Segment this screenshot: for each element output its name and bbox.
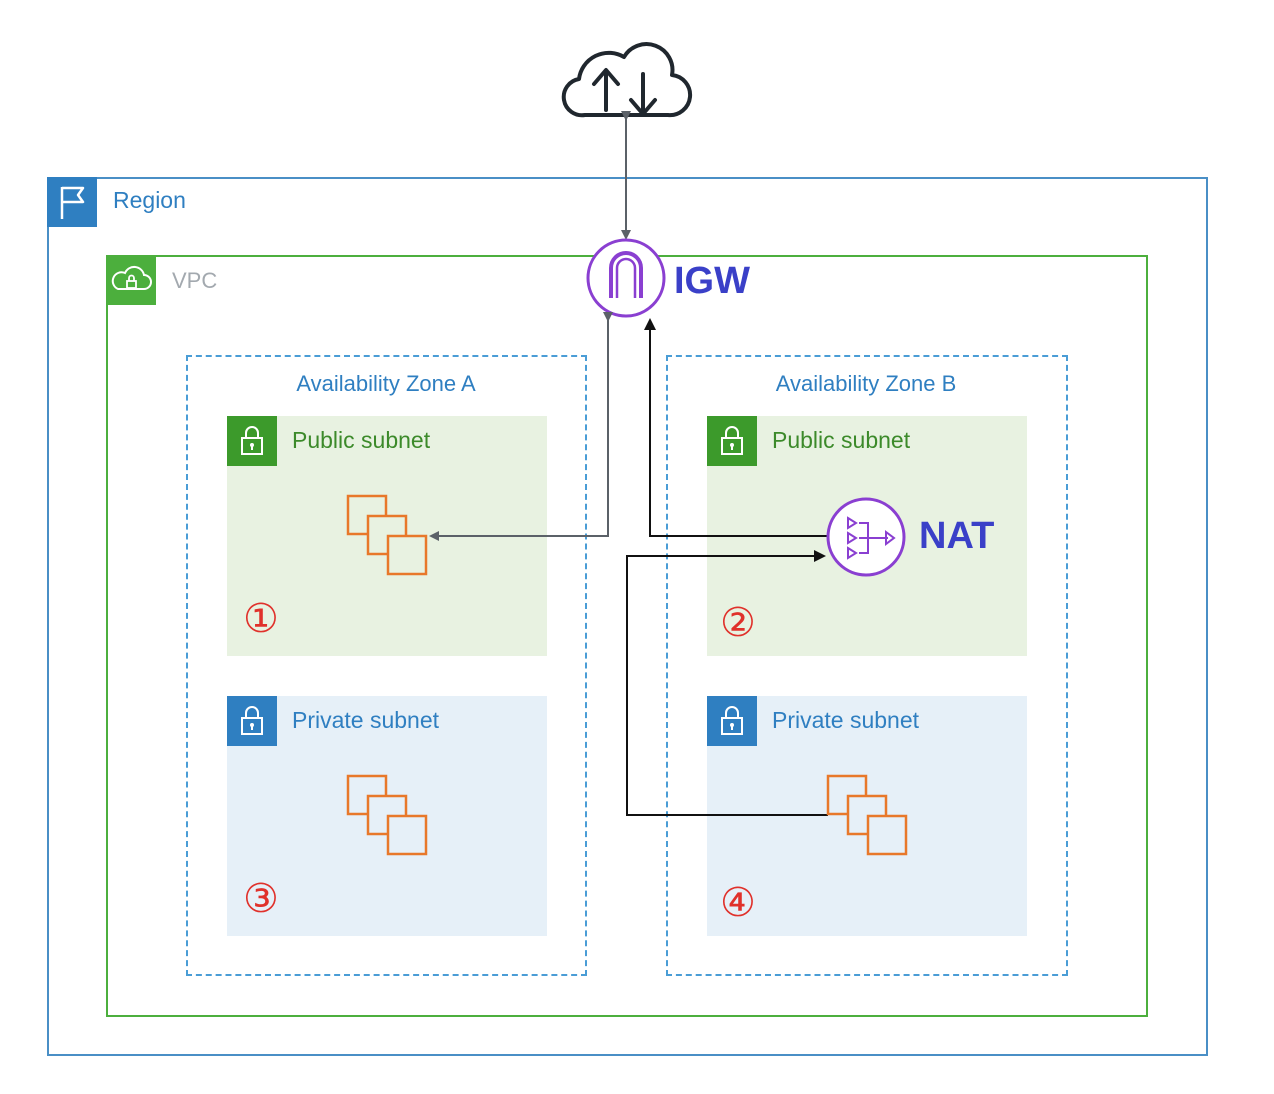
public-instance-igw-link (429, 312, 613, 541)
internet-cloud-icon (561, 42, 693, 118)
private-subnet-b-badge (707, 696, 757, 746)
vpc-badge (106, 255, 156, 305)
marker-2: ② (720, 600, 756, 646)
instances-icon (346, 774, 428, 856)
availability-zone-b-label: Availability Zone B (775, 371, 957, 396)
marker-1: ① (243, 596, 279, 642)
availability-zone-a (186, 355, 587, 976)
public-subnet-b-label: Public subnet (772, 427, 911, 453)
lock-icon (721, 706, 743, 735)
nat-label: NAT (919, 515, 995, 557)
vpc-label: VPC (172, 268, 218, 293)
public-subnet-a-label: Public subnet (292, 427, 431, 453)
private-instance-nat-link (626, 550, 828, 816)
lock-icon (241, 426, 263, 455)
private-subnet-a-badge (227, 696, 277, 746)
private-subnet-a-label: Private subnet (292, 707, 440, 733)
instances-icon (346, 494, 428, 576)
private-subnet-b-label: Private subnet (772, 707, 920, 733)
lock-icon (241, 706, 263, 735)
region-label: Region (113, 187, 186, 213)
flag-icon (60, 186, 85, 219)
nat-igw-link (644, 318, 830, 537)
availability-zone-b (666, 355, 1068, 976)
public-subnet-b-badge (707, 416, 757, 466)
nat-gateway-icon (826, 497, 906, 577)
region-badge (47, 177, 97, 227)
marker-4: ④ (720, 880, 756, 926)
marker-3: ③ (243, 876, 279, 922)
lock-icon (721, 426, 743, 455)
igw-label: IGW (674, 260, 750, 302)
vpc-cloud-lock-icon (111, 265, 152, 290)
public-subnet-a-badge (227, 416, 277, 466)
internet-gateway-icon (586, 238, 666, 318)
instances-icon (826, 774, 908, 856)
